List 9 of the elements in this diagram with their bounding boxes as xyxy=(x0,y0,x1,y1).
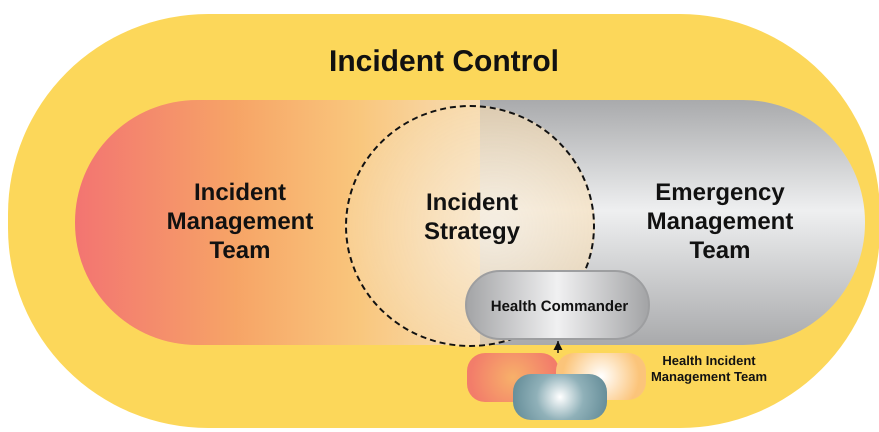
arrow xyxy=(554,341,562,353)
node-label: Health Commander xyxy=(490,298,628,316)
node-label: Emergency Management Team xyxy=(646,179,794,266)
node-label: Incident Strategy xyxy=(422,189,522,247)
pill-shape xyxy=(513,374,607,420)
group-label: Health Incident Management Team xyxy=(650,353,768,384)
node-label: Incident Management Team xyxy=(166,179,314,266)
rounded-panel xyxy=(8,14,879,428)
node-label: Incident Control xyxy=(329,44,559,80)
